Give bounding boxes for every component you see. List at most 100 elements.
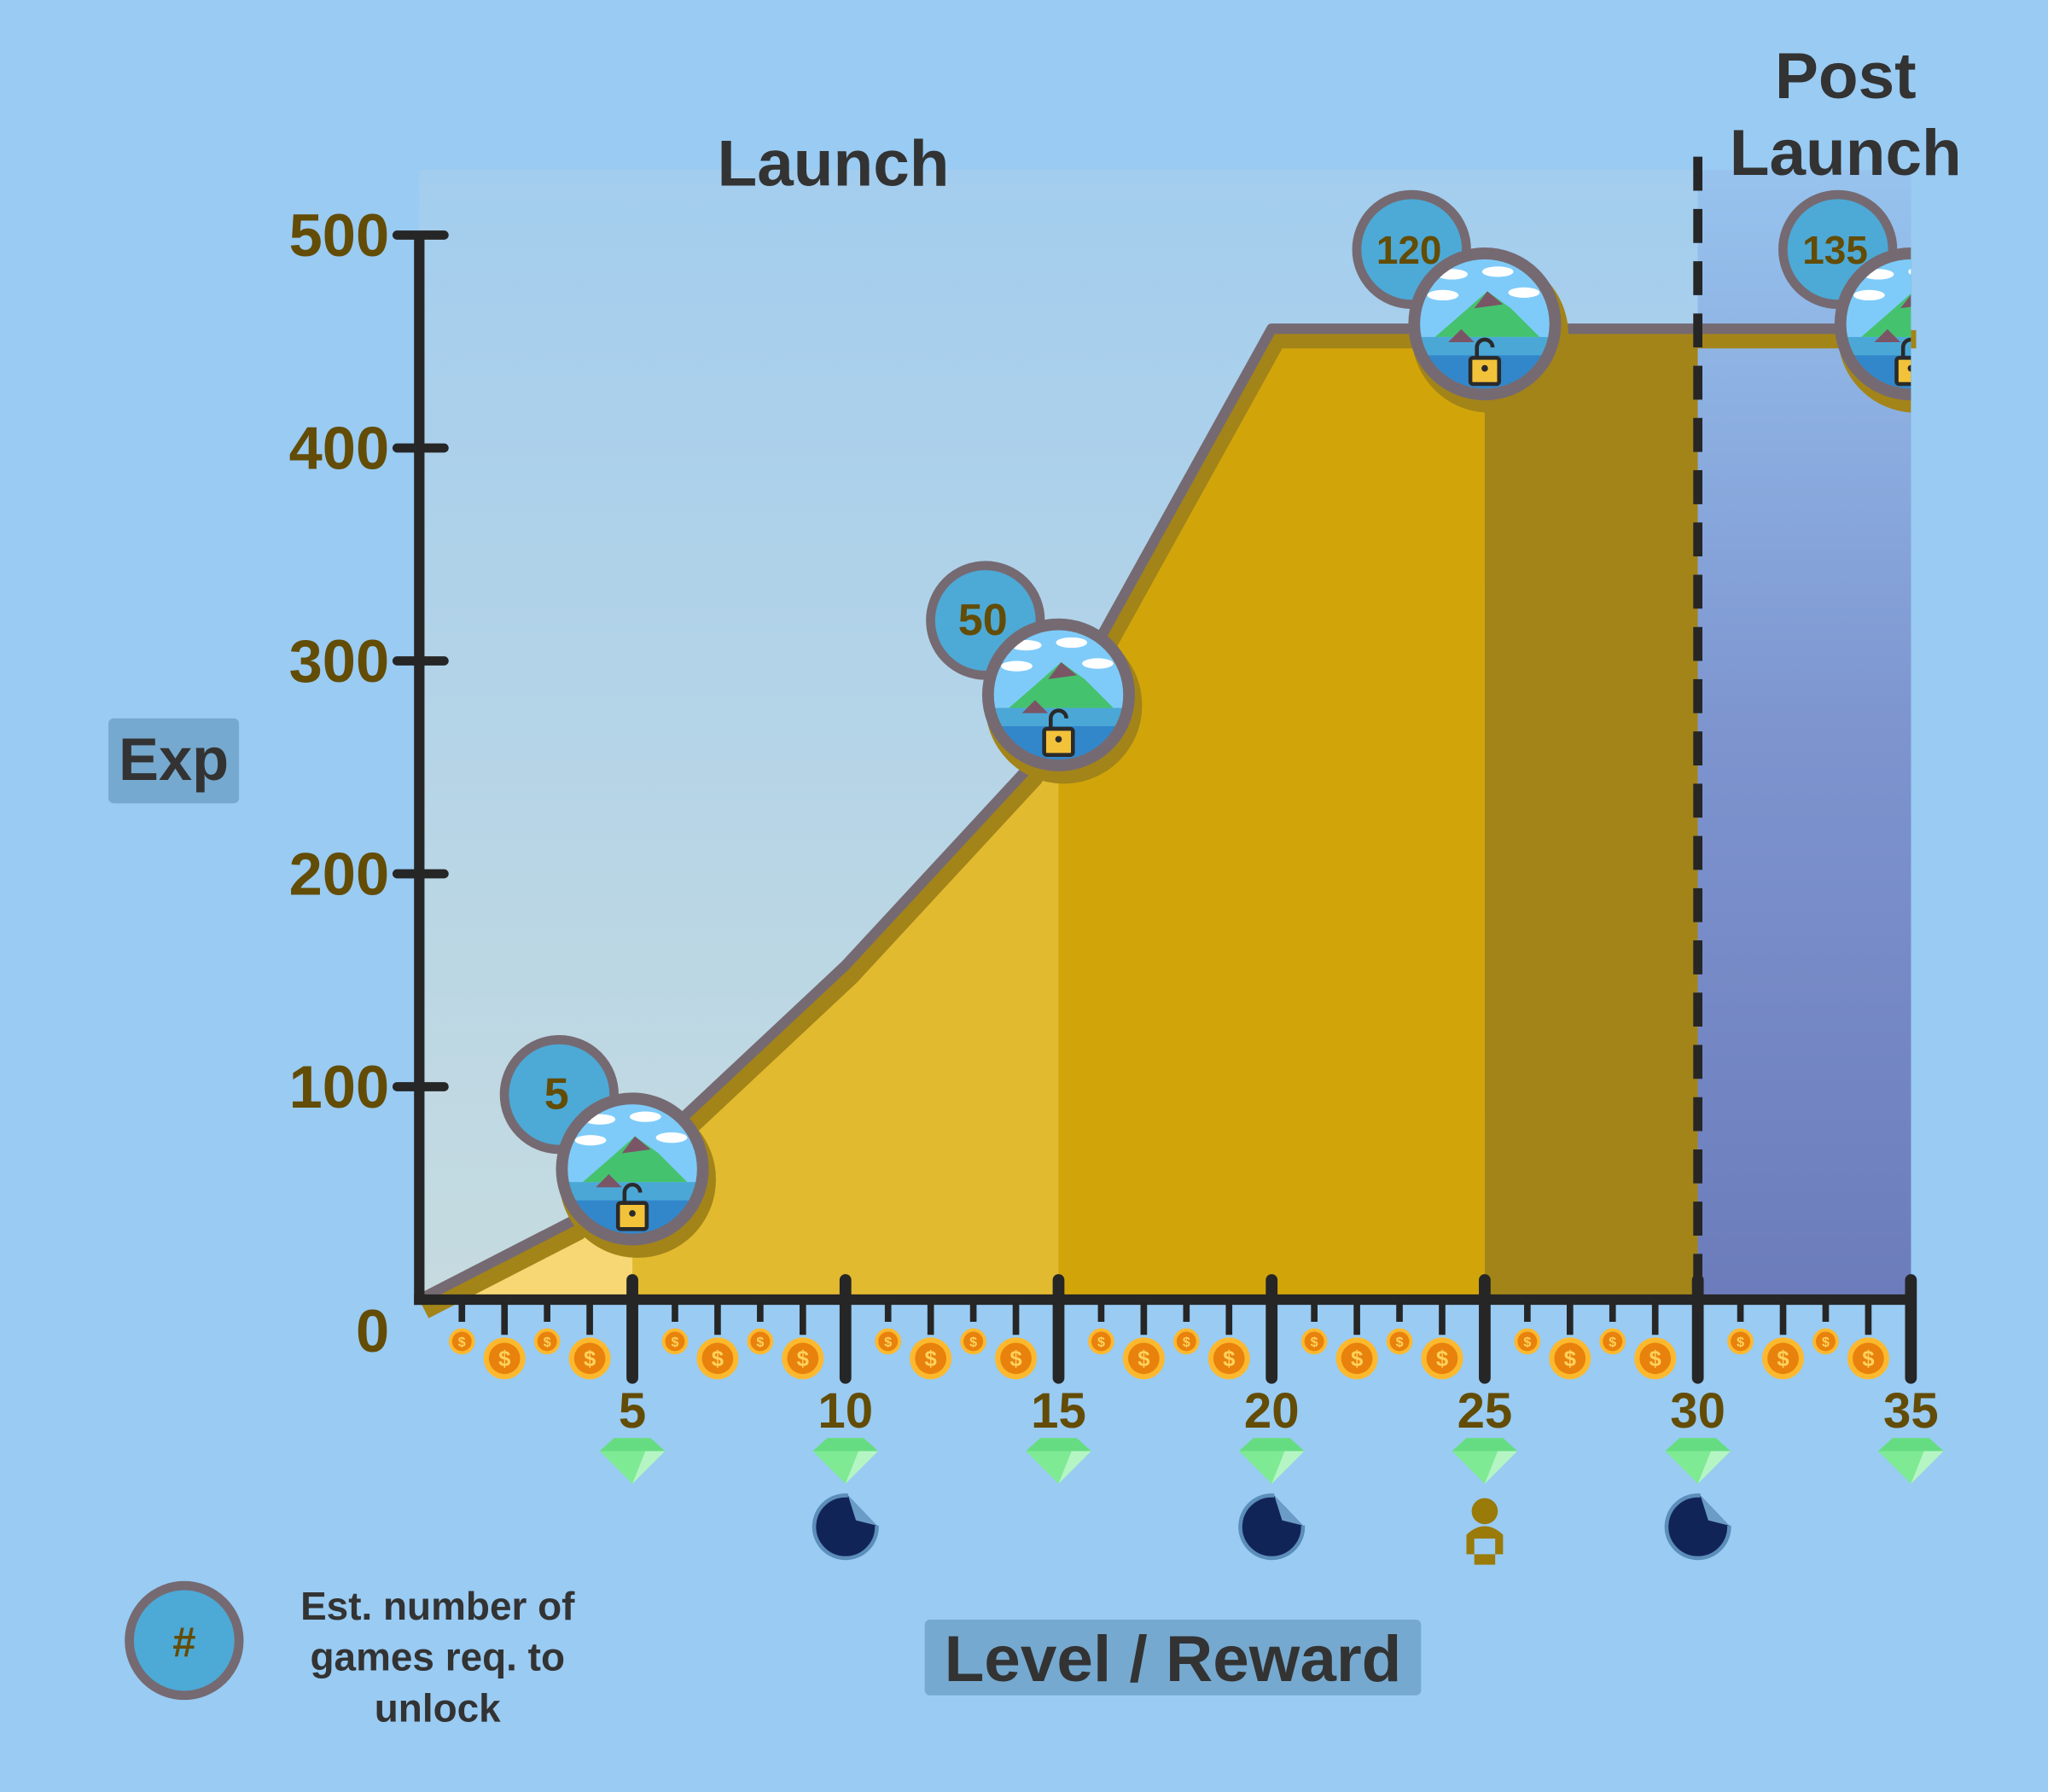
cloud-icon [1508,287,1540,298]
island-hill [582,1136,688,1183]
coin-face [1639,1342,1672,1375]
games-count-label: 135 [1802,228,1868,272]
coin-symbol: $ [1822,1335,1830,1350]
coin-face [1213,1342,1245,1375]
coin-icon: $ [1335,1337,1378,1380]
avatar-body [1466,1526,1504,1565]
island-unlock-badge-level-25: 120 [1352,189,1568,413]
unlock-icon [1894,337,1911,387]
coin-symbol: $ [544,1335,551,1350]
coin-symbol: $ [1009,1347,1021,1371]
lock-keyhole [629,1210,636,1217]
coin-face [1000,1342,1032,1375]
x-axis-label-box [924,1619,1422,1696]
coin-icon: $ [1634,1337,1677,1380]
coin-face [750,1331,771,1352]
coin-icon: $ [910,1337,952,1380]
coin-icon: $ [1514,1328,1541,1355]
island-rock [596,1174,622,1188]
y-tick-label: 400 [289,414,389,481]
coin-symbol: $ [884,1335,892,1350]
coin-face [1304,1331,1324,1352]
island-peak [621,1136,651,1154]
sticker-icon [1664,1493,1731,1561]
badge-ring [556,1092,709,1246]
coin-face [1091,1331,1111,1352]
games-count-label: 5 [544,1069,569,1119]
coin-symbol: $ [672,1335,679,1350]
coin-symbol: $ [712,1347,724,1371]
lock-keyhole [1481,364,1488,372]
coin-symbol: $ [498,1347,510,1371]
phase-label-post-line2: Launch [1730,117,1962,189]
coin-face [451,1331,472,1352]
coin-face [1517,1331,1538,1352]
x-tick-label: 10 [817,1383,873,1439]
coin-icon: $ [696,1337,739,1380]
gem-top [1452,1438,1518,1452]
coin-icon: $ [1727,1328,1754,1355]
cloud-icon [1056,637,1088,649]
coin-symbol: $ [1862,1347,1874,1371]
cloud-icon [1935,288,1966,298]
coin-icon: $ [1847,1337,1889,1380]
coin-icon: $ [960,1328,986,1355]
coin-icon: $ [782,1337,824,1380]
lock-keyhole [1907,364,1911,372]
gem-top [812,1438,879,1452]
x-tick-label: 20 [1244,1383,1300,1439]
y-tick-label: 300 [289,627,389,695]
coin-symbol: $ [458,1335,466,1350]
gem-icon [1026,1438,1091,1484]
coin-symbol: $ [1609,1335,1616,1350]
legend-symbol: # [172,1620,195,1666]
cloud-icon [1853,289,1885,301]
coin-face [1341,1342,1373,1375]
sticker-body [1238,1493,1306,1561]
island-hill [1009,662,1114,708]
gem-icon [1665,1438,1731,1484]
coin-symbol: $ [969,1335,977,1350]
island-peak [1048,662,1077,679]
x-tick-label: 5 [619,1383,646,1439]
gem-icon [1452,1438,1518,1484]
lock-keyhole [1055,736,1062,743]
cloud-icon [655,1132,688,1143]
coin-symbol: $ [1436,1347,1448,1371]
coin-icon: $ [448,1328,475,1355]
sticker-curl [1700,1495,1730,1526]
island-unlock-badge-level-15: 50 [926,561,1143,784]
cloud-icon [574,1135,607,1146]
axes [392,156,1917,1384]
legend-text-line: unlock [375,1685,501,1730]
lock-shackle [1900,337,1911,358]
x-tick-label: 25 [1457,1383,1513,1439]
coin-face [665,1331,685,1352]
coin-icon: $ [568,1337,611,1380]
gem-facet [1484,1451,1518,1484]
y-axis-label: Exp [119,725,229,793]
coin-face [1554,1342,1586,1375]
games-count-label: 50 [958,596,1008,645]
unlock-icon [1468,337,1502,387]
phase-label-post-line1: Post [1775,40,1917,113]
island-peak [1900,291,1911,309]
coin-icon: $ [1549,1337,1591,1380]
gem-icon [1878,1438,1944,1484]
coin-face [915,1342,947,1375]
cloud-icon [1001,660,1033,672]
coin-face [1426,1342,1458,1375]
gem-facet [1697,1451,1731,1484]
island-rock [1448,329,1475,343]
coin-icon: $ [747,1328,774,1355]
gem-top [1665,1438,1731,1452]
avatar-icon [1466,1498,1504,1565]
island-badges: 5 50 120 135 [499,189,1966,1258]
x-tick-label: 30 [1670,1383,1725,1439]
legend-text-line: Est. number of [300,1584,575,1628]
coin-face [1731,1331,1751,1352]
coin-icon: $ [1599,1328,1626,1355]
unlock-icon [615,1182,649,1231]
y-axis-label-box [108,718,240,804]
